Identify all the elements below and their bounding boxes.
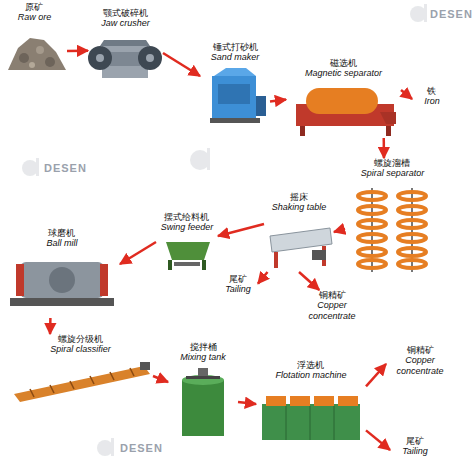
flow-arrow [366,430,390,450]
english-name: Mixing tank [180,352,226,362]
equipment-label: 原矿Raw ore [18,2,52,23]
equipment-label: 螺旋溜槽Spiral separator [361,158,425,179]
equipment-node: 摇床Shaking table [264,192,334,272]
watermark: DESEN [120,442,163,454]
flow-arrow [383,138,386,158]
english-name: Flotation machine [275,370,346,380]
chinese-name: 铜精矿 [386,345,454,355]
ore-pile [8,38,66,70]
english-name: Sand maker [211,52,260,62]
equipment-label: 铁Iron [424,86,440,107]
spiral-separator-figure [358,188,426,272]
mixing-tank-figure [182,368,224,436]
flow-arrow [299,272,319,290]
flow-arrow [401,90,412,99]
chinese-name: 螺旋溜槽 [361,158,425,168]
english-name: Copper concentrate [300,300,364,321]
sand-maker-figure [210,68,266,123]
chinese-name: 尾矿 [225,274,251,284]
equipment-node: 锤式打砂机Sand maker [200,42,270,127]
chinese-name: 原矿 [18,2,52,12]
chinese-name: 铜精矿 [300,290,364,300]
equipment-label: 螺旋分级机Spiral classifier [50,334,111,355]
equipment-label: 铜精矿Copper concentrate [386,345,454,376]
flow-arrow [218,224,264,236]
equipment-node: 浮选机Flotation machine [256,360,366,448]
equipment-node: 搅拌桶Mixing tank [168,342,238,442]
english-name: Iron [424,96,440,106]
flow-arrow [163,53,200,76]
equipment-node: 螺旋分级机Spiral classifier [8,334,153,404]
english-name: Spiral classifier [50,344,111,354]
swing-feeder-figure [166,242,210,270]
equipment-node: 颚式破碎机Jaw crusher [88,8,163,83]
english-name: Shaking table [272,202,327,212]
equipment-node: 原矿Raw ore [2,2,67,72]
chinese-name: 铁 [424,86,440,96]
english-name: Magnetic separator [305,68,382,78]
chinese-name: 锤式打砂机 [211,42,260,52]
flow-arrow [67,50,88,53]
chinese-name: 磁选机 [305,58,382,68]
equipment-label: 浮选机Flotation machine [275,360,346,381]
watermark: DESEN [430,8,473,20]
shaking-table-figure [270,228,332,268]
english-name: Jaw crusher [101,18,150,28]
chinese-name: 球磨机 [46,228,77,238]
equipment-node: 铜精矿Copper concentrate [386,345,454,383]
flow-arrow [366,364,386,386]
equipment-label: 摇床Shaking table [272,192,327,213]
equipment-node: 尾矿Tailing [390,436,440,464]
flow-arrow [270,100,286,102]
english-name: Swing feeder [161,222,214,232]
equipment-node: 球磨机Ball mill [4,228,120,318]
chinese-name: 浮选机 [275,360,346,370]
flow-arrow [258,272,268,284]
flow-arrow [49,318,52,334]
equipment-node: 尾矿Tailing [218,274,258,298]
equipment-label: 摆式给料机Swing feeder [161,212,214,233]
flow-arrow [238,402,256,404]
equipment-label: 尾矿Tailing [225,274,251,295]
english-name: Raw ore [18,12,52,22]
chinese-name: 搅拌桶 [180,342,226,352]
equipment-label: 颚式破碎机Jaw crusher [101,8,150,29]
english-name: Copper concentrate [386,355,454,376]
chinese-name: 尾矿 [402,436,428,446]
ball-mill-figure [10,262,114,306]
equipment-label: 球磨机Ball mill [46,228,77,249]
flotation-machine-figure [262,396,360,440]
equipment-node: 磁选机Magnetic separator [286,58,401,138]
flow-arrow [334,229,345,232]
chinese-name: 摇床 [272,192,327,202]
equipment-label: 铜精矿Copper concentrate [300,290,364,321]
spiral-classifier-figure [14,362,150,402]
chinese-name: 螺旋分级机 [50,334,111,344]
equipment-node: 铁Iron [412,86,452,112]
equipment-node: 螺旋溜槽Spiral separator [345,158,440,276]
flow-arrow [153,376,168,382]
jaw-crusher-figure [88,40,162,78]
chinese-name: 摆式给料机 [161,212,214,222]
english-name: Ball mill [46,238,77,248]
chinese-name: 颚式破碎机 [101,8,150,18]
english-name: Tailing [225,284,251,294]
flow-arrow [120,242,156,264]
equipment-node: 铜精矿Copper concentrate [300,290,364,326]
equipment-label: 磁选机Magnetic separator [305,58,382,79]
watermark: DESEN [44,162,87,174]
magnetic-separator-figure [296,88,396,136]
english-name: Spiral separator [361,168,425,178]
english-name: Tailing [402,446,428,456]
equipment-label: 搅拌桶Mixing tank [180,342,226,363]
equipment-label: 尾矿Tailing [402,436,428,457]
equipment-node: 摆式给料机Swing feeder [156,212,218,272]
equipment-label: 锤式打砂机Sand maker [211,42,260,63]
